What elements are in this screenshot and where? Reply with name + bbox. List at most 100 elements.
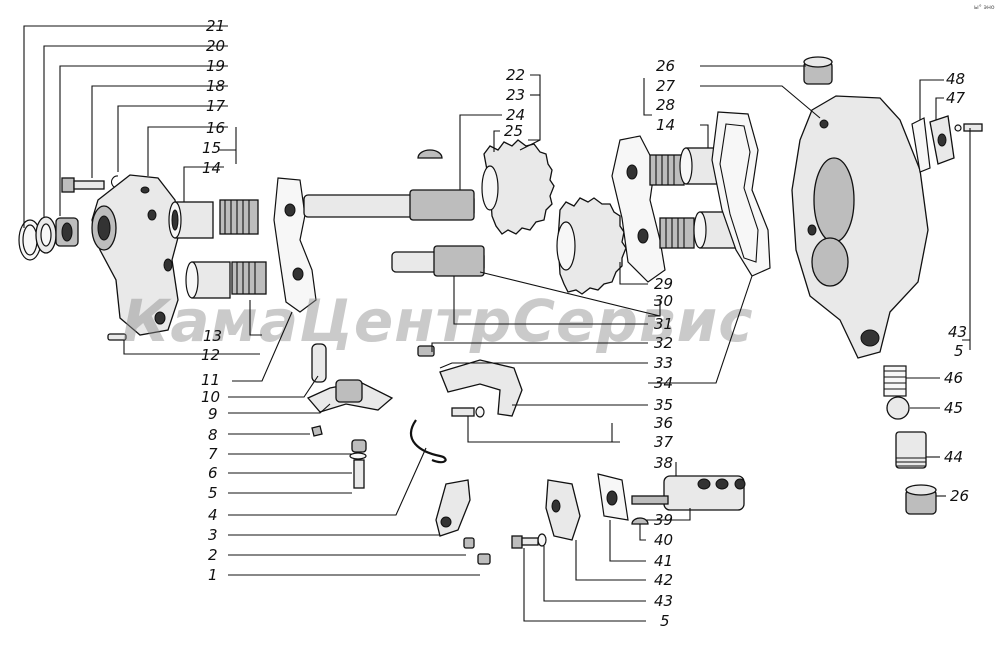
spring-46 xyxy=(883,365,907,397)
callout-19: 19 xyxy=(206,57,225,75)
plug-26-lower xyxy=(905,484,937,515)
callout-8: 8 xyxy=(208,426,218,444)
callout-27: 27 xyxy=(656,77,676,95)
lever-33-34 xyxy=(439,359,523,417)
callout-46: 46 xyxy=(944,369,963,387)
callout-2: 2 xyxy=(208,546,218,564)
callout-34: 34 xyxy=(654,374,673,392)
callout-48: 48 xyxy=(946,70,965,88)
callout-15: 15 xyxy=(202,139,221,157)
callout-5: 5 xyxy=(208,484,218,502)
front-gasket xyxy=(273,177,317,313)
callout-43: 43 xyxy=(654,592,673,610)
callout-47: 47 xyxy=(946,89,966,107)
callout-18: 18 xyxy=(206,77,225,95)
callout-3: 3 xyxy=(208,526,218,544)
callout-45: 45 xyxy=(944,399,963,417)
front-cover-housing xyxy=(91,174,181,336)
gasket-41 xyxy=(597,473,629,521)
bushing-lower xyxy=(185,261,231,299)
drive-gear xyxy=(481,139,555,235)
callout-5-lower: 5 xyxy=(660,612,670,630)
callout-40: 40 xyxy=(654,531,673,549)
callout-17: 17 xyxy=(206,97,226,115)
needle-bearing-lower xyxy=(231,261,267,295)
bolt-18 xyxy=(61,177,105,193)
callout-44: 44 xyxy=(944,448,963,466)
rear-needle-bearing-upper xyxy=(649,154,685,186)
lever-9 xyxy=(306,379,394,413)
callout-21: 21 xyxy=(206,17,225,35)
callout-37: 37 xyxy=(654,433,674,451)
washer-43 xyxy=(537,533,547,547)
rear-needle-bearing-lower xyxy=(659,217,695,249)
callout-9: 9 xyxy=(208,405,218,423)
callout-10: 10 xyxy=(201,388,220,406)
key-40 xyxy=(631,517,649,525)
screw-32 xyxy=(417,345,435,357)
callout-42: 42 xyxy=(654,571,673,589)
driven-shaft xyxy=(391,245,485,277)
small-bolt xyxy=(954,123,983,132)
spool-valve-38 xyxy=(631,475,746,511)
callout-29: 29 xyxy=(654,275,673,293)
callout-6: 6 xyxy=(208,464,218,482)
callout-20: 20 xyxy=(206,37,225,55)
callout-13: 13 xyxy=(203,327,222,345)
driven-gear xyxy=(556,197,627,295)
corner-mark: ы° эно xyxy=(974,4,995,11)
pin-10 xyxy=(311,343,327,383)
rear-housing-gasket xyxy=(711,111,771,277)
callout-16: 16 xyxy=(206,119,225,137)
spring-clip-4 xyxy=(409,419,447,464)
plug-top xyxy=(803,56,833,85)
callout-30: 30 xyxy=(654,292,673,310)
washer xyxy=(35,216,57,254)
callout-35: 35 xyxy=(654,396,673,414)
callout-28: 28 xyxy=(656,96,675,114)
ball-45 xyxy=(886,396,910,420)
callout-26: 26 xyxy=(656,57,675,75)
bushing-upper xyxy=(168,201,214,239)
arm-3 xyxy=(435,479,471,537)
callout-14: 14 xyxy=(202,159,221,177)
callout-7: 7 xyxy=(208,445,218,463)
key-8 xyxy=(311,425,323,437)
callout-22: 22 xyxy=(506,66,525,84)
callout-38: 38 xyxy=(654,454,673,472)
callout-26-lower: 26 xyxy=(950,487,969,505)
valve-seat-44 xyxy=(895,431,927,469)
callout-1: 1 xyxy=(208,566,218,584)
callout-23: 23 xyxy=(506,86,525,104)
callout-5-right: 5 xyxy=(954,342,964,360)
callout-39: 39 xyxy=(654,511,673,529)
callout-11: 11 xyxy=(201,371,220,389)
callout-43-right: 43 xyxy=(948,323,967,341)
callout-41: 41 xyxy=(654,552,673,570)
stud-7-6-5 xyxy=(349,439,367,489)
leader-lines xyxy=(23,25,971,622)
nut-1 xyxy=(477,553,491,565)
callout-12: 12 xyxy=(201,346,220,364)
needle-bearing-upper xyxy=(219,199,259,235)
callout-36: 36 xyxy=(654,414,673,432)
callout-14-right: 14 xyxy=(656,116,675,134)
pump-housing xyxy=(791,95,929,359)
bolt-5-lower xyxy=(511,535,539,549)
cover-42 xyxy=(545,479,581,541)
callout-31: 31 xyxy=(654,315,673,333)
pin-12 xyxy=(107,333,127,341)
bolt-35 xyxy=(451,406,485,418)
callout-24: 24 xyxy=(506,106,525,124)
callout-32: 32 xyxy=(654,334,673,352)
nut-2 xyxy=(463,537,475,549)
drive-shaft xyxy=(303,149,475,221)
callout-33: 33 xyxy=(654,354,673,372)
watermark: КамаЦентрСервис xyxy=(122,287,754,355)
small-cover xyxy=(929,115,955,165)
callout-4: 4 xyxy=(208,506,218,524)
callout-25: 25 xyxy=(504,122,523,140)
nut xyxy=(55,217,79,247)
